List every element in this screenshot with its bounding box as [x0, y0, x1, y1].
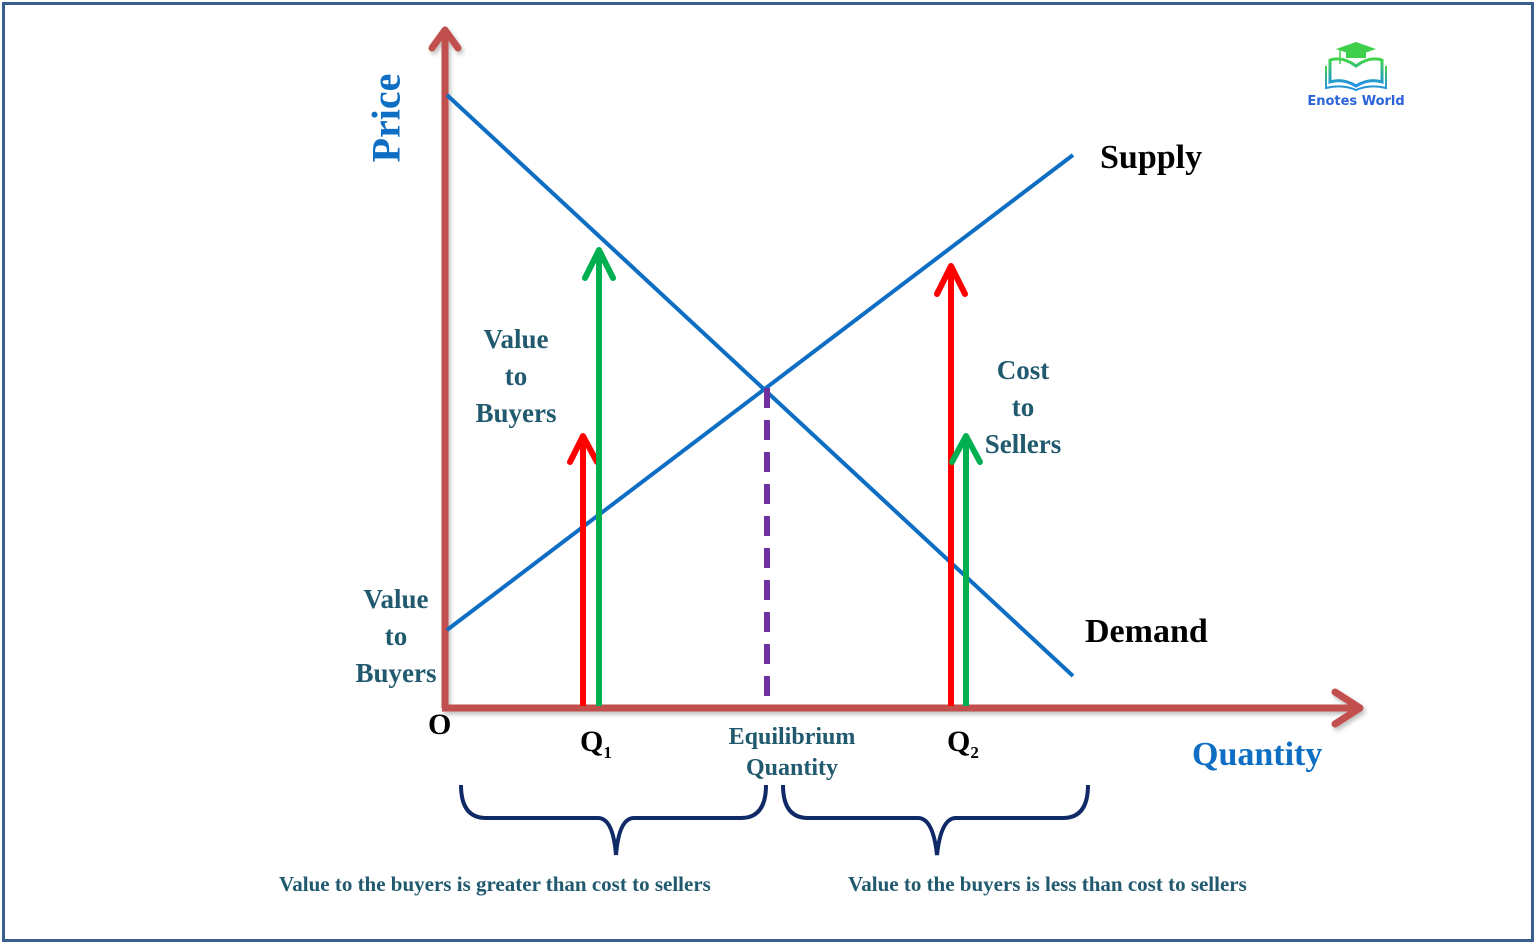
equilibrium-label-line2: Quantity — [745, 755, 838, 781]
supply-curve — [445, 153, 1075, 632]
supply-label: Supply — [1100, 139, 1203, 176]
label-line: to — [1011, 392, 1035, 422]
y-axis-arrow-icon — [428, 26, 462, 52]
value-to-buyers-left-label: Value to Buyers — [336, 581, 456, 692]
value-to-buyers-mid-label: Value to Buyers — [456, 321, 576, 432]
label-line: Value — [483, 324, 549, 354]
q2-cost-arrow — [934, 263, 968, 706]
x-axis-label: Quantity — [1192, 736, 1323, 773]
q1-cost-arrow — [567, 433, 600, 706]
label-line: Buyers — [475, 398, 557, 428]
q2-label: Q2 — [947, 725, 979, 762]
q2-value-arrow — [949, 433, 983, 706]
enotes-world-logo: Enotes World — [1300, 38, 1412, 114]
graduation-book-icon — [1325, 42, 1387, 92]
label-line: Sellers — [984, 429, 1062, 459]
q1-label-sub: 1 — [603, 743, 612, 762]
equilibrium-label-line1: Equilibrium — [728, 724, 856, 750]
label-line: to — [384, 621, 408, 651]
q1-value-arrow — [582, 247, 616, 706]
q1-label-main: Q — [580, 725, 604, 758]
equilibrium-quantity-label: Equilibrium Quantity — [712, 722, 872, 784]
x-axis-arrow-icon — [1331, 688, 1364, 728]
demand-label: Demand — [1085, 613, 1208, 650]
right-brace — [781, 784, 1090, 856]
bottom-right-caption: Value to the buyers is less than cost to… — [848, 872, 1247, 896]
q1-label: Q1 — [580, 725, 612, 762]
q2-label-sub: 2 — [970, 743, 979, 762]
label-line: to — [504, 361, 528, 391]
label-line: Cost — [996, 355, 1050, 385]
q2-label-main: Q — [947, 725, 971, 758]
axes — [428, 26, 1364, 728]
label-line: Value — [363, 584, 429, 614]
logo-text: Enotes World — [1307, 94, 1405, 109]
bottom-left-caption: Value to the buyers is greater than cost… — [279, 872, 711, 896]
y-axis-label: Price — [363, 73, 409, 163]
origin-label: O — [428, 708, 452, 741]
cost-to-sellers-label: Cost to Sellers — [963, 352, 1083, 463]
label-line: Buyers — [355, 658, 437, 688]
left-brace — [459, 784, 768, 856]
